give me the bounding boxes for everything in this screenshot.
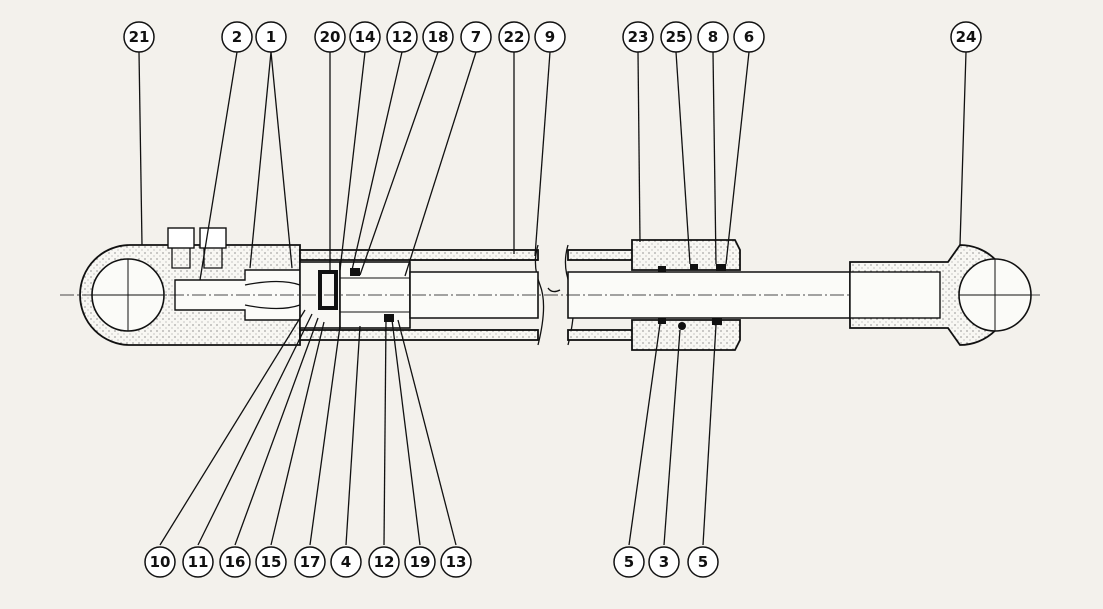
svg-text:3: 3 <box>659 553 669 571</box>
callout-18: 18 <box>422 21 454 53</box>
callout-8: 8 <box>697 21 729 53</box>
callout-17: 17 <box>294 546 326 578</box>
svg-text:6: 6 <box>744 28 754 46</box>
svg-text:12: 12 <box>392 28 413 46</box>
callout-4: 4 <box>330 546 362 578</box>
callout-12-bottom: 12 <box>368 546 400 578</box>
callout-5-left: 5 <box>613 546 645 578</box>
callout-11: 11 <box>182 546 214 578</box>
right-eye-end <box>849 244 1032 346</box>
svg-text:15: 15 <box>261 553 282 571</box>
callout-5-right: 5 <box>687 546 719 578</box>
leader-lines-top <box>138 51 967 281</box>
bottom-callouts: 10 11 16 15 17 4 12 19 13 5 3 5 <box>144 546 719 578</box>
callout-1: 1 <box>255 21 287 53</box>
svg-text:14: 14 <box>355 28 376 46</box>
top-callouts: 21 2 1 20 14 12 18 7 22 9 23 25 8 6 24 <box>123 21 982 53</box>
callout-15: 15 <box>255 546 287 578</box>
svg-text:20: 20 <box>320 28 341 46</box>
svg-text:25: 25 <box>666 28 687 46</box>
svg-text:24: 24 <box>956 28 977 46</box>
callout-6: 6 <box>733 21 765 53</box>
callout-3: 3 <box>648 546 680 578</box>
svg-text:4: 4 <box>341 553 351 571</box>
callout-25: 25 <box>660 21 692 53</box>
svg-text:5: 5 <box>624 553 634 571</box>
svg-text:8: 8 <box>708 28 718 46</box>
svg-text:12: 12 <box>374 553 395 571</box>
callout-20: 20 <box>314 21 346 53</box>
callout-12-top: 12 <box>386 21 418 53</box>
callout-19: 19 <box>404 546 436 578</box>
callout-7: 7 <box>460 21 492 53</box>
cylinder-barrel <box>299 249 539 341</box>
callout-14: 14 <box>349 21 381 53</box>
svg-text:11: 11 <box>188 553 209 571</box>
callout-24: 24 <box>950 21 982 53</box>
svg-text:1: 1 <box>266 28 276 46</box>
callout-2: 2 <box>221 21 253 53</box>
svg-text:7: 7 <box>471 28 481 46</box>
svg-text:2: 2 <box>232 28 242 46</box>
callout-9: 9 <box>534 21 566 53</box>
svg-text:17: 17 <box>300 553 321 571</box>
callout-22: 22 <box>498 21 530 53</box>
callout-16: 16 <box>219 546 251 578</box>
svg-text:21: 21 <box>129 28 150 46</box>
svg-text:9: 9 <box>545 28 555 46</box>
svg-text:10: 10 <box>150 553 171 571</box>
callout-21: 21 <box>123 21 155 53</box>
callout-23: 23 <box>622 21 654 53</box>
callout-13: 13 <box>440 546 472 578</box>
gland-head <box>567 239 741 351</box>
callout-10: 10 <box>144 546 176 578</box>
svg-text:23: 23 <box>628 28 649 46</box>
svg-text:16: 16 <box>225 553 246 571</box>
svg-text:19: 19 <box>410 553 431 571</box>
svg-text:5: 5 <box>698 553 708 571</box>
svg-text:13: 13 <box>446 553 467 571</box>
svg-text:22: 22 <box>504 28 525 46</box>
svg-text:18: 18 <box>428 28 449 46</box>
leader-lines-bottom <box>159 309 717 546</box>
